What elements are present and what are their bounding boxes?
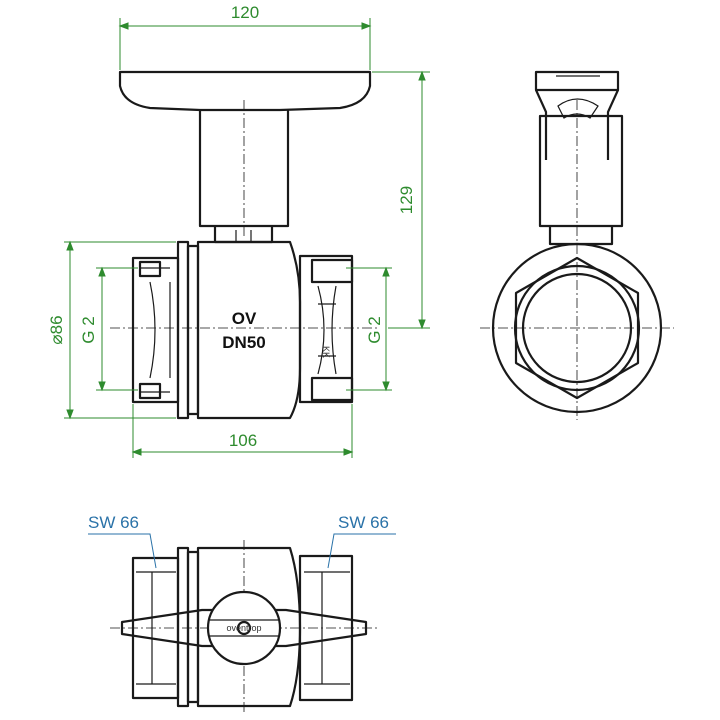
dimension-thread-left: G 2 xyxy=(79,316,98,343)
brand-logo: oventrop xyxy=(226,623,261,633)
front-view: OV DN50 KK xyxy=(110,70,378,420)
dimension-width: 120 xyxy=(231,3,259,22)
wrench-size-right: SW 66 xyxy=(338,513,389,532)
svg-text:KK: KK xyxy=(321,346,331,358)
dimension-length: 106 xyxy=(229,431,257,450)
wrench-size-labels: SW 66 SW 66 xyxy=(88,513,396,569)
body-marking-dn50: DN50 xyxy=(222,333,265,352)
top-view: oventrop xyxy=(110,540,378,712)
dimension-thread-right: G 2 xyxy=(365,316,384,343)
dimension-diameter: ⌀86 xyxy=(47,315,66,344)
dimension-height: 129 xyxy=(397,186,416,214)
side-view xyxy=(480,70,674,420)
wrench-size-left: SW 66 xyxy=(88,513,139,532)
body-marking-ov: OV xyxy=(232,309,257,328)
dimensions: 120 129 106 ⌀86 G 2 G 2 xyxy=(47,3,430,458)
